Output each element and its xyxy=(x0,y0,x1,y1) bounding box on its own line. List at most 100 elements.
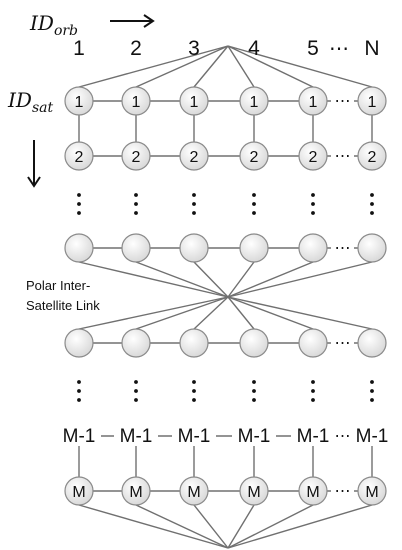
top-fan-line-5 xyxy=(227,45,314,88)
satellite-node-label: M-1 xyxy=(297,426,330,447)
satellite-node-circle xyxy=(239,141,269,171)
satellite-node-label: 2 xyxy=(368,149,377,166)
satellite-node-label: M xyxy=(306,484,319,501)
vertical-dot-lower-5-1 xyxy=(311,380,315,384)
satellite-node-row-polar-top-orbit-2 xyxy=(121,233,151,263)
vertical-dot-upper-3-3 xyxy=(192,211,196,215)
satellite-node-label: M xyxy=(72,484,85,501)
top-fan-line-1 xyxy=(78,45,229,88)
satellite-node-circle xyxy=(64,328,94,358)
vertical-dot-lower-3-2 xyxy=(192,389,196,393)
satellite-node-label: M xyxy=(187,484,200,501)
polar-link-up-1 xyxy=(78,261,229,298)
orbit-id-subscript: orb xyxy=(54,23,78,39)
satellite-node-circle xyxy=(121,141,151,171)
satellite-node-row-m-1-orbit-5: M-1 xyxy=(291,426,335,447)
row-ellipsis-row-m: ⋯ xyxy=(335,483,351,500)
satellite-node-circle xyxy=(179,86,209,116)
satellite-node-label: 1 xyxy=(309,94,318,111)
satellite-node-label-bg xyxy=(232,426,276,446)
vertical-dot-upper-1-3 xyxy=(77,211,81,215)
satellite-node-label-bg xyxy=(114,426,158,446)
satellite-node-circle xyxy=(239,476,269,506)
satellite-node-circle xyxy=(357,476,387,506)
vertical-dot-lower-2-3 xyxy=(134,398,138,402)
vertical-dot-lower-4-1 xyxy=(252,380,256,384)
satellite-node-row-1-orbit-2: 1 xyxy=(121,86,151,116)
vertical-dot-upper-3-2 xyxy=(192,202,196,206)
top-fan-line-2 xyxy=(135,45,229,88)
polar-link-down-6 xyxy=(227,296,373,330)
satellite-node-row-m-orbit-4: M xyxy=(239,476,269,506)
orbit-label-ellipsis: ⋯ xyxy=(329,38,349,60)
satellite-node-row-m-orbit-6: M xyxy=(357,476,387,506)
vertical-dot-lower-6-3 xyxy=(370,398,374,402)
polar-link-up-3 xyxy=(193,261,229,298)
top-fan-line-3 xyxy=(193,45,229,88)
vertical-dot-lower-6-2 xyxy=(370,389,374,393)
satellite-node-circle xyxy=(357,328,387,358)
satellite-node-circle xyxy=(357,86,387,116)
satellite-node-circle xyxy=(298,233,328,263)
vertical-ellipsis-dots xyxy=(77,193,374,402)
satellite-node-circle xyxy=(298,86,328,116)
vertical-dot-lower-5-2 xyxy=(311,389,315,393)
satellite-node-circle xyxy=(239,233,269,263)
orbit-label-2: 2 xyxy=(130,37,142,60)
orbit-label-5: 5 xyxy=(307,37,319,60)
satellite-node-row-2-orbit-3: 2 xyxy=(179,141,209,171)
satellite-node-row-2-orbit-1: 2 xyxy=(64,141,94,171)
satellite-node-label: 2 xyxy=(75,149,84,166)
satellite-node-label: M xyxy=(365,484,378,501)
satellite-node-circle xyxy=(179,476,209,506)
satellite-node-circle xyxy=(64,233,94,263)
satellite-node-row-polar-bottom-orbit-5 xyxy=(298,328,328,358)
satellite-node-circle xyxy=(64,86,94,116)
vertical-dot-upper-4-3 xyxy=(252,211,256,215)
satellite-node-circle xyxy=(64,141,94,171)
vertical-dot-lower-5-3 xyxy=(311,398,315,402)
vertical-dot-lower-4-2 xyxy=(252,389,256,393)
satellite-node-circle xyxy=(298,476,328,506)
polar-link-up-6 xyxy=(227,261,373,298)
satellite-node-row-m-1-orbit-6: M-1 xyxy=(350,426,394,447)
vertical-dot-lower-1-3 xyxy=(77,398,81,402)
satellite-node-row-2-orbit-4: 2 xyxy=(239,141,269,171)
satellite-node-row-polar-bottom-orbit-1 xyxy=(64,328,94,358)
satellite-node-label: 2 xyxy=(309,149,318,166)
satellite-node-circle xyxy=(121,476,151,506)
polar-link-down-2 xyxy=(135,296,229,330)
vertical-dot-upper-5-3 xyxy=(311,211,315,215)
satellite-node-label-bg xyxy=(172,426,216,446)
satellite-node-row-m-orbit-5: M xyxy=(298,476,328,506)
satellite-node-row-1-orbit-5: 1 xyxy=(298,86,328,116)
satellite-node-label-bg xyxy=(57,426,101,446)
polar-link-label-line2: Satellite Link xyxy=(26,298,100,313)
orbit-id-symbol: ID xyxy=(29,11,54,35)
satellite-node-row-m-orbit-2: M xyxy=(121,476,151,506)
bottom-fan-line-2 xyxy=(135,504,229,549)
satellite-node-circle xyxy=(298,141,328,171)
satellite-node-label: M-1 xyxy=(238,426,271,447)
satellite-node-row-polar-bottom-orbit-4 xyxy=(239,328,269,358)
polar-link-up-2 xyxy=(135,261,229,298)
svg-text:IDsat: IDsat xyxy=(7,88,53,116)
satellite-node-row-m-1-orbit-2: M-1 xyxy=(114,426,158,447)
satellite-node-row-polar-bottom-orbit-6 xyxy=(357,328,387,358)
satellite-node-label: 2 xyxy=(190,149,199,166)
satellite-node-label-bg xyxy=(291,426,335,446)
satellite-node-row-polar-bottom-orbit-3 xyxy=(179,328,209,358)
satellite-node-label: 1 xyxy=(368,94,377,111)
satellite-node-label: M-1 xyxy=(63,426,96,447)
polar-link-up-4 xyxy=(227,261,255,298)
svg-text:IDorb: IDorb xyxy=(29,11,78,39)
satellite-node-row-1-orbit-1: 1 xyxy=(64,86,94,116)
vertical-dot-lower-6-1 xyxy=(370,380,374,384)
satellite-node-circle xyxy=(121,233,151,263)
vertical-dot-lower-1-2 xyxy=(77,389,81,393)
satellite-node-circle xyxy=(179,328,209,358)
satellite-node-label: 1 xyxy=(250,94,259,111)
satellite-node-label-bg xyxy=(350,426,394,446)
vertical-dot-lower-3-1 xyxy=(192,380,196,384)
